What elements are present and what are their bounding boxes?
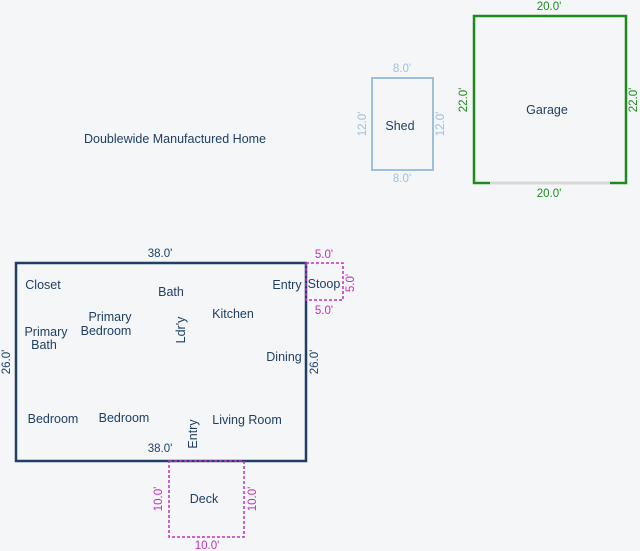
deck-outline [168, 460, 245, 538]
home-dim-top: 38.0' [148, 248, 173, 260]
stoop-dim-bottom: 5.0' [315, 305, 333, 317]
garage-label: Garage [526, 103, 568, 117]
stoop-label: Stoop [308, 277, 341, 291]
room-bath: Bath [158, 285, 184, 299]
garage-dim-right: 22.0' [628, 88, 640, 113]
shed-dim-left: 12.0' [357, 112, 369, 137]
shed: Shed 8.0' 8.0' 12.0' 12.0' [357, 63, 447, 185]
room-primary-bath-line1: Primary [24, 325, 68, 339]
shed-dim-right: 12.0' [435, 112, 447, 137]
garage-dim-top: 20.0' [537, 1, 562, 13]
room-entry-bottom: Entry [186, 419, 200, 449]
shed-dim-top: 8.0' [393, 63, 411, 75]
room-bedroom-2: Bedroom [99, 411, 150, 425]
deck-label: Deck [190, 492, 219, 506]
stoop-dim-right: 5.0' [345, 274, 357, 292]
room-primary-bedroom-line1: Primary [88, 310, 132, 324]
deck-dim-left: 10.0' [153, 487, 165, 512]
stoop-dim-top: 5.0' [315, 249, 333, 261]
shed-outline [371, 77, 434, 171]
garage-outline [472, 14, 628, 185]
home-dim-bottom: 38.0' [148, 443, 173, 455]
deck-dim-right: 10.0' [247, 487, 259, 512]
room-closet: Closet [25, 278, 61, 292]
room-dining: Dining [266, 350, 301, 364]
deck-dim-bottom: 10.0' [195, 540, 220, 551]
garage-dim-left: 22.0' [458, 88, 470, 113]
room-primary-bath-line2: Bath [31, 338, 57, 352]
home-dim-left: 26.0' [1, 350, 13, 375]
home-outline [14, 261, 308, 463]
stoop: Stoop 5.0' 5.0' 5.0' [305, 249, 357, 317]
room-entry-top: Entry [272, 278, 302, 292]
room-bedroom-1: Bedroom [28, 412, 79, 426]
stoop-outline [305, 262, 344, 301]
garage-dim-bottom: 20.0' [537, 188, 562, 200]
home: 38.0' 38.0' 26.0' 26.0' Closet Primary B… [1, 248, 321, 463]
home-dim-right: 26.0' [309, 350, 321, 375]
room-kitchen: Kitchen [212, 307, 254, 321]
shed-dim-bottom: 8.0' [393, 173, 411, 185]
plan-title: Doublewide Manufactured Home [84, 132, 266, 146]
room-primary-bedroom-line2: Bedroom [81, 324, 132, 338]
room-living-room: Living Room [212, 413, 281, 427]
garage: Garage 20.0' 20.0' 22.0' 22.0' [458, 1, 640, 200]
shed-label: Shed [385, 119, 414, 133]
room-laundry: Ldr'y [174, 316, 188, 343]
deck: Deck 10.0' 10.0' 10.0' [153, 460, 259, 551]
